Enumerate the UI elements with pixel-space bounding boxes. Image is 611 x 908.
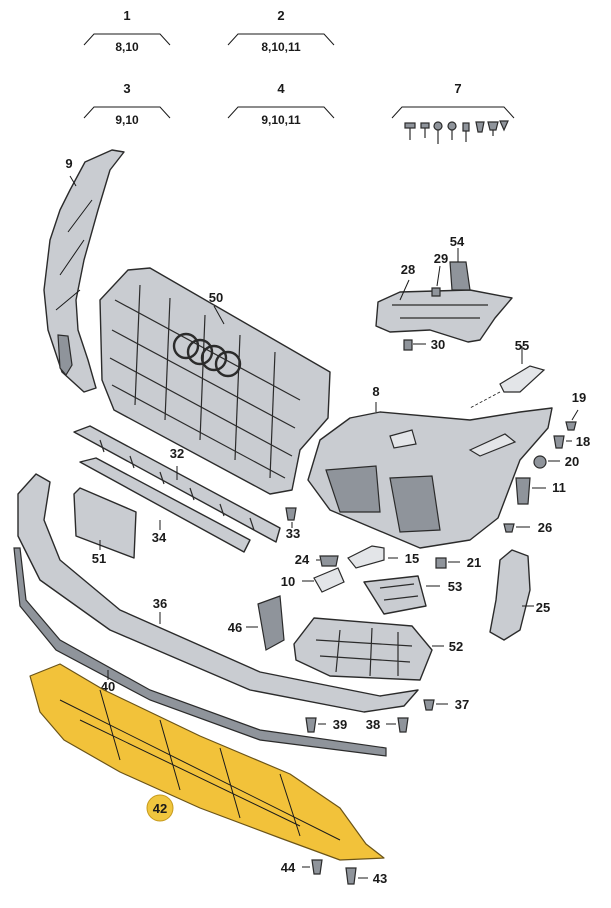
part-20-nut — [533, 455, 547, 469]
part-42-highlight-shape — [29, 663, 385, 861]
callout-37: 37 — [455, 697, 469, 712]
kit-group-number: 7 — [454, 81, 461, 96]
part-19-screw — [565, 421, 577, 431]
part-38-screw — [397, 717, 409, 733]
kit-group-bracket — [83, 106, 171, 119]
callout-44: 44 — [281, 860, 296, 875]
callout-32: 32 — [170, 446, 184, 461]
callout-15: 15 — [405, 551, 419, 566]
kit-group-number: 4 — [277, 81, 285, 96]
kit-group-2: 2 8,10,11 — [227, 8, 335, 54]
part-33-screw: 33 — [285, 507, 300, 541]
part-43-screw — [345, 867, 357, 885]
part-52-lower-grille: 52 — [293, 617, 463, 681]
callout-42: 42 — [153, 801, 167, 816]
callout-43: 43 — [373, 871, 387, 886]
callout-28: 28 — [401, 262, 415, 277]
part-42-underbody-shield: 42 — [29, 663, 385, 861]
kit-group-refs: 9,10 — [115, 113, 139, 127]
callout-51: 51 — [92, 551, 106, 566]
part-10-cover — [313, 567, 345, 593]
part-53-air-duct — [363, 575, 427, 615]
callout-20: 20 — [565, 454, 579, 469]
part-36-lower-trim: 36 — [17, 473, 419, 713]
callout-29: 29 — [434, 251, 448, 266]
callout-30: 30 — [431, 337, 445, 352]
callout-21: 21 — [467, 555, 481, 570]
part-32-grille-strip: 32 — [73, 425, 281, 543]
part-9-side-bracket: 9 — [43, 149, 125, 393]
part-15-trim — [347, 545, 385, 569]
callout-18: 18 — [576, 434, 590, 449]
shield-fasteners: 43 44 — [281, 859, 387, 886]
callout-52: 52 — [449, 639, 463, 654]
callout-10: 10 — [281, 574, 295, 589]
kit-group-refs: 9,10,11 — [261, 113, 301, 127]
kit-group-refs: 8,10,11 — [261, 40, 301, 54]
grille-slats — [109, 284, 301, 479]
lower-center-parts: 15 24 10 21 53 — [281, 545, 481, 615]
callout-9: 9 — [65, 156, 72, 171]
part-34-grille-strip: 34 — [79, 457, 251, 553]
kit-group-refs: 8,10 — [115, 40, 139, 54]
callout-50: 50 — [209, 290, 223, 305]
part-26-screw — [503, 523, 515, 533]
fastener-set-icon — [404, 120, 509, 144]
callout-34: 34 — [152, 530, 167, 545]
part-29-screw — [431, 287, 441, 297]
part-8-bumper-cover: 8 — [307, 384, 553, 549]
part-11-mount — [515, 477, 531, 505]
kit-group-bracket — [227, 33, 335, 46]
kit-group-4: 4 9,10,11 — [227, 81, 335, 127]
kit-group-bracket — [391, 106, 515, 119]
callout-33: 33 — [286, 526, 300, 541]
callout-54: 54 — [450, 234, 465, 249]
callout-38: 38 — [366, 717, 380, 732]
kit-group-1: 1 8,10 — [83, 8, 171, 54]
part-46-panel: 46 — [228, 595, 285, 651]
callout-19: 19 — [572, 390, 586, 405]
kit-group-3: 3 9,10 — [83, 81, 171, 127]
callout-46: 46 — [228, 620, 242, 635]
trim-fasteners: 37 38 39 — [305, 697, 469, 733]
part-24-clip — [319, 555, 339, 567]
callout-25: 25 — [536, 600, 550, 615]
kit-group-bracket — [83, 33, 171, 46]
part-55-cover-cap: 55 — [469, 338, 546, 409]
part-50-grille: 50 — [99, 267, 331, 495]
part-21-clip — [435, 557, 447, 569]
kit-group-7: 7 — [391, 81, 515, 144]
part-18-bolt — [553, 435, 565, 449]
callout-36: 36 — [153, 596, 167, 611]
four-rings-logo — [172, 332, 242, 378]
callout-55: 55 — [515, 338, 529, 353]
right-fasteners: 19 18 20 11 26 — [503, 390, 590, 535]
kit-group-bracket — [227, 106, 335, 119]
callout-26: 26 — [538, 520, 552, 535]
part-37-screw — [423, 699, 435, 711]
part-30-clip — [403, 339, 413, 351]
part-28-upper-bracket: 28 54 29 30 — [375, 234, 513, 352]
callout-24: 24 — [295, 552, 310, 567]
kit-group-number: 3 — [123, 81, 130, 96]
part-51-plate-bracket: 51 — [73, 487, 137, 566]
kit-group-number: 1 — [123, 8, 130, 23]
highlight-badge — [146, 794, 174, 822]
callout-39: 39 — [333, 717, 347, 732]
callout-53: 53 — [448, 579, 462, 594]
part-44-screw — [311, 859, 323, 875]
callout-11: 11 — [552, 480, 566, 495]
part-39-screw — [305, 717, 317, 733]
part-54-sensor-mount — [449, 261, 471, 291]
part-25-side-bracket: 25 — [489, 549, 550, 641]
kit-group-number: 2 — [277, 8, 284, 23]
callout-8: 8 — [372, 384, 379, 399]
